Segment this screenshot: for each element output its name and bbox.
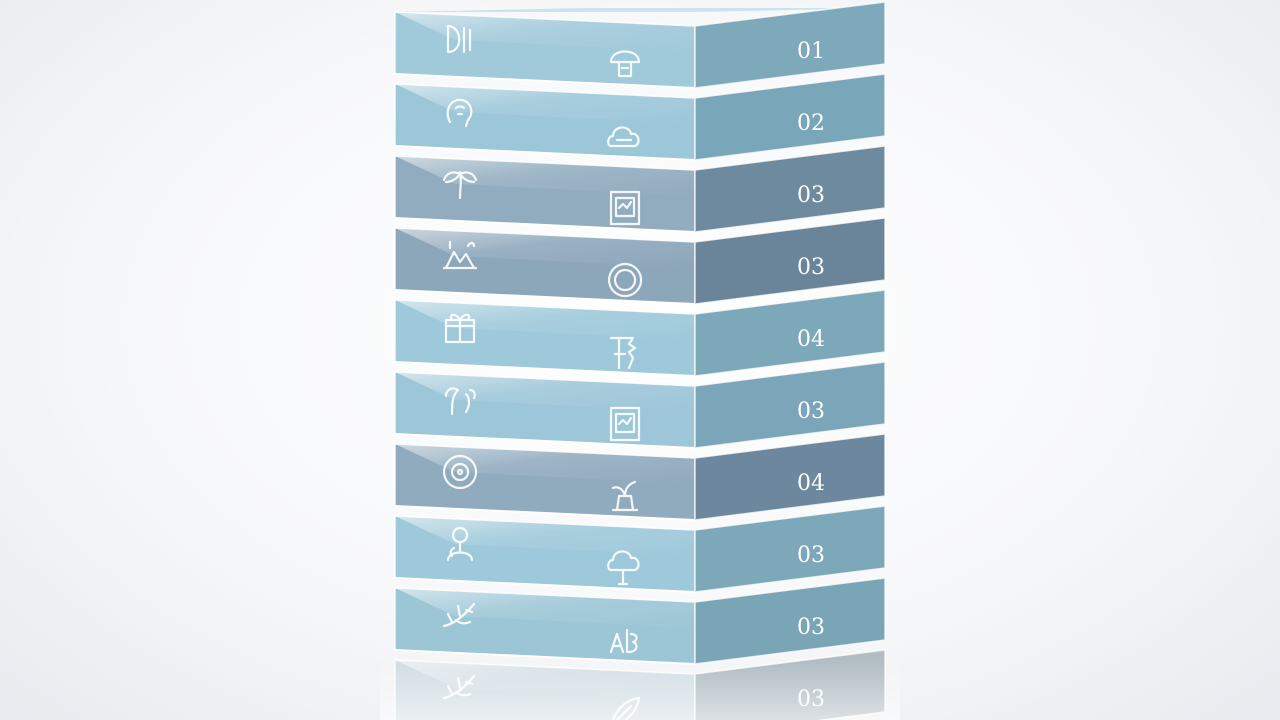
layer-label: 04 — [797, 471, 825, 496]
layer-label: 04 — [797, 327, 825, 352]
layer-edge-highlight — [394, 217, 696, 233]
face-icon — [446, 24, 472, 54]
disc-icon — [442, 454, 478, 490]
layer-side-face — [694, 1, 886, 89]
layer-shine — [395, 228, 695, 268]
head-icon — [446, 98, 473, 128]
framed-picture-icon — [609, 406, 641, 442]
cloud-icon — [607, 126, 640, 148]
mushroom-icon — [609, 50, 641, 78]
palm-tree-icon — [442, 170, 478, 200]
layer-side-face — [694, 217, 886, 305]
stack-layer: 03 — [394, 361, 886, 449]
layer-shine — [395, 156, 695, 196]
layer-shine — [395, 300, 695, 340]
layer-side-face — [694, 145, 886, 233]
stack-layer: 02 — [394, 73, 886, 161]
layer-edge-highlight — [394, 289, 696, 305]
layer-side-face — [694, 361, 886, 449]
stack-layer: 03 — [394, 217, 886, 305]
cloud-tree-icon — [607, 550, 640, 586]
layer-shine — [395, 84, 695, 124]
layer-side-face — [694, 289, 886, 377]
branch-icon — [442, 602, 476, 628]
layer-edge-highlight — [394, 505, 696, 521]
layer-shine — [395, 588, 695, 628]
layer-side-face — [694, 505, 886, 593]
layer-label: 03 — [797, 255, 825, 280]
stack-layer: 04 — [394, 433, 886, 521]
letters-icon — [609, 628, 638, 654]
layer-edge-highlight — [394, 73, 696, 89]
layer-label: 03 — [797, 615, 825, 640]
stack-layer: 03 — [394, 577, 886, 665]
layer-shine — [395, 12, 695, 52]
layer-edge-highlight — [394, 433, 696, 449]
layer-side-face — [694, 577, 886, 665]
stack-layer: 01 — [394, 1, 886, 89]
layer-side-face — [694, 433, 886, 521]
plant-icon — [611, 480, 639, 512]
reflection-fade — [380, 660, 900, 720]
gift-box-icon — [444, 313, 476, 344]
layer-label: 03 — [797, 543, 825, 568]
framed-picture-icon — [609, 190, 641, 226]
layer-shine — [395, 372, 695, 412]
stack-layer: 04 — [394, 289, 886, 377]
landscape-icon — [442, 240, 478, 270]
stack-layer: 03 — [394, 505, 886, 593]
stack-layer: 03 — [394, 145, 886, 233]
layer-label: 01 — [797, 39, 825, 64]
layer-top-face — [395, 8, 885, 12]
layer-shine — [395, 516, 695, 556]
layer-edge-highlight — [394, 145, 696, 161]
ring-icon — [607, 262, 643, 298]
tree-icon — [609, 336, 637, 370]
layer-edge-highlight — [394, 577, 696, 593]
layer-side-face — [694, 73, 886, 161]
layer-label: 02 — [797, 111, 825, 136]
layer-label: 03 — [797, 399, 825, 424]
sprout-icon — [444, 387, 476, 416]
person-icon — [446, 526, 474, 562]
layer-label: 03 — [797, 183, 825, 208]
layer-edge-highlight — [394, 361, 696, 377]
layer-shine — [395, 444, 695, 484]
